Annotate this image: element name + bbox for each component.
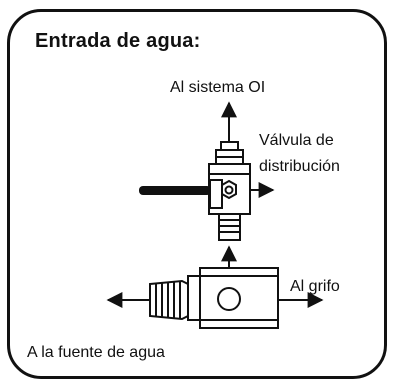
label-to-ro-system: Al sistema OI — [170, 79, 266, 96]
valve-handle — [139, 186, 211, 195]
diagram-frame — [7, 9, 387, 379]
label-valve-line2: distribución — [259, 158, 340, 175]
valve-threaded-stem — [218, 213, 241, 241]
inlet-threaded-connector — [149, 279, 189, 321]
label-valve-line1: Válvula de — [259, 132, 334, 149]
valve-body — [208, 163, 251, 215]
valve-top-nut — [215, 141, 244, 165]
label-to-water-source: A la fuente de agua — [27, 344, 165, 361]
tee-fitting — [187, 267, 279, 329]
label-to-faucet: Al grifo — [290, 278, 340, 295]
diagram-title: Entrada de agua: — [35, 30, 201, 52]
